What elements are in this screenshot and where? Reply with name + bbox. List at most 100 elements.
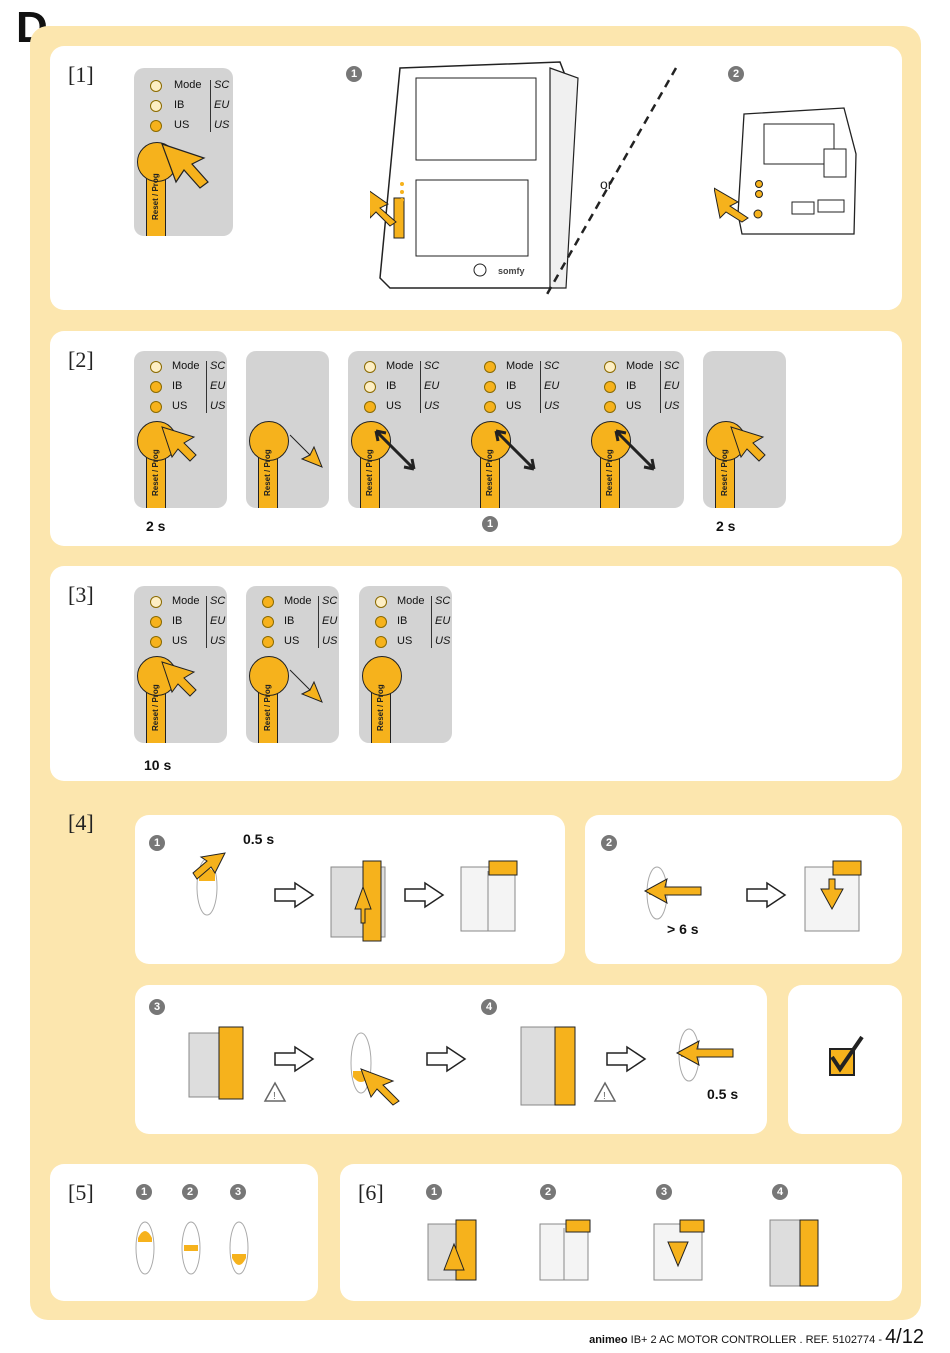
marker-3: 3 [230, 1184, 246, 1200]
duration-2s: 2 s [146, 518, 166, 534]
marker-2: 2 [182, 1184, 198, 1200]
marker-2: 2 [540, 1184, 556, 1200]
next-arrow-icon [274, 1045, 315, 1073]
reset-prog-button[interactable] [351, 421, 391, 461]
checkmark-icon [829, 1035, 864, 1076]
duration-6s: > 6 s [667, 921, 699, 937]
marker-3: 3 [656, 1184, 672, 1200]
remote-stop-press-illustration [643, 866, 702, 920]
remote-stop-button-icon [181, 1221, 201, 1275]
warning-icon: ! [593, 1081, 617, 1102]
page-footer: animeo IB+ 2 AC MOTOR CONTROLLER . REF. … [589, 1326, 924, 1349]
next-arrow-icon [606, 1045, 647, 1073]
panel-step-4-3-4: 3 ! 4 ! 0.5 s [135, 985, 767, 1134]
next-arrow-icon [274, 881, 315, 909]
label-eu: EU [214, 99, 230, 111]
duration-0-5s: 0.5 s [707, 1086, 739, 1102]
controller-panel-1: Mode IB US SC EU US Reset / Prog [134, 68, 233, 236]
led-us [150, 120, 162, 132]
double-arrow-icon [614, 429, 656, 471]
divider [210, 80, 211, 132]
window-open-illustration [539, 1219, 591, 1281]
marker-2: 2 [601, 835, 617, 851]
duration-0-5s: 0.5 s [243, 831, 275, 847]
din-rail-device-illustration [714, 107, 857, 235]
window-closing-illustration [804, 860, 862, 932]
reset-prog-button[interactable] [249, 421, 289, 461]
press-arrow-icon [730, 426, 766, 462]
label-us-region: US [214, 119, 230, 131]
controller-device-illustration: somfy [370, 61, 579, 289]
marker-2: 2 [728, 66, 744, 82]
next-arrow-icon [426, 1045, 467, 1073]
marker-4: 4 [481, 999, 497, 1015]
footer-reference: IB+ 2 AC MOTOR CONTROLLER . REF. 5102774… [627, 1334, 886, 1346]
panel-done [788, 985, 902, 1134]
svg-text:!: ! [273, 1091, 276, 1102]
remote-up-button-icon [135, 1221, 155, 1275]
remote-down-press-illustration [350, 1032, 400, 1106]
panel-step-4-1: 1 0.5 s [135, 815, 565, 964]
label-mode: Mode [174, 79, 202, 91]
remote-down-button-icon [229, 1221, 249, 1275]
warning-icon: ! [263, 1081, 287, 1102]
label-ib: IB [174, 99, 185, 111]
duration-2s-end: 2 s [716, 518, 736, 534]
remote-stop-press-illustration [675, 1028, 734, 1082]
page-number: 4/12 [885, 1326, 924, 1348]
release-arrow-icon [289, 669, 323, 703]
step-label-3: [3] [68, 582, 94, 607]
marker-4: 4 [772, 1184, 788, 1200]
press-arrow-icon [161, 661, 197, 697]
window-down-illustration [653, 1219, 705, 1281]
remote-up-press-illustration [192, 852, 226, 916]
marker-1: 1 [149, 835, 165, 851]
reset-prog-button[interactable] [362, 656, 402, 696]
marker-3: 3 [149, 999, 165, 1015]
double-arrow-icon [374, 429, 416, 471]
panel-step-6: [6] 1 2 3 4 [340, 1164, 902, 1301]
window-up-illustration [427, 1219, 477, 1281]
footer-product: animeo [589, 1334, 628, 1346]
window-closed-illustration [769, 1219, 819, 1287]
marker-1: 1 [346, 66, 362, 82]
controller-panel-2d: Reset / Prog [703, 351, 786, 508]
controller-panel-2b: Reset / Prog [246, 351, 329, 508]
reset-prog-button[interactable] [471, 421, 511, 461]
step-label-6: [6] [358, 1180, 384, 1205]
window-shutter-illustration [188, 1026, 244, 1100]
led-mode [150, 80, 162, 92]
panel-step-4-2: 2 > 6 s [585, 815, 902, 964]
divider-line [544, 67, 678, 297]
svg-text:!: ! [603, 1091, 606, 1102]
panel-step-5: [5] 1 2 3 [50, 1164, 318, 1301]
press-arrow-icon [161, 426, 197, 462]
step-label-1: [1] [68, 62, 94, 87]
next-arrow-icon [746, 881, 787, 909]
or-label: or [600, 176, 613, 192]
step-label-5: [5] [68, 1180, 94, 1205]
panel-step-1: [1] Mode IB US SC EU US Reset / Prog 1 s… [50, 46, 902, 310]
next-arrow-icon [404, 881, 445, 909]
press-arrow-icon [161, 143, 209, 189]
window-opening-illustration [330, 860, 386, 942]
led-ib [150, 100, 162, 112]
step-label-4: [4] [68, 810, 94, 835]
label-us: US [174, 119, 190, 131]
window-shutter-closed-illustration [520, 1026, 576, 1106]
marker-1: 1 [482, 516, 498, 532]
label-sc: SC [214, 79, 230, 91]
marker-1: 1 [136, 1184, 152, 1200]
marker-1: 1 [426, 1184, 442, 1200]
release-arrow-icon [289, 434, 323, 468]
duration-10s: 10 s [144, 757, 172, 773]
double-arrow-icon [494, 429, 536, 471]
reset-prog-button[interactable] [249, 656, 289, 696]
